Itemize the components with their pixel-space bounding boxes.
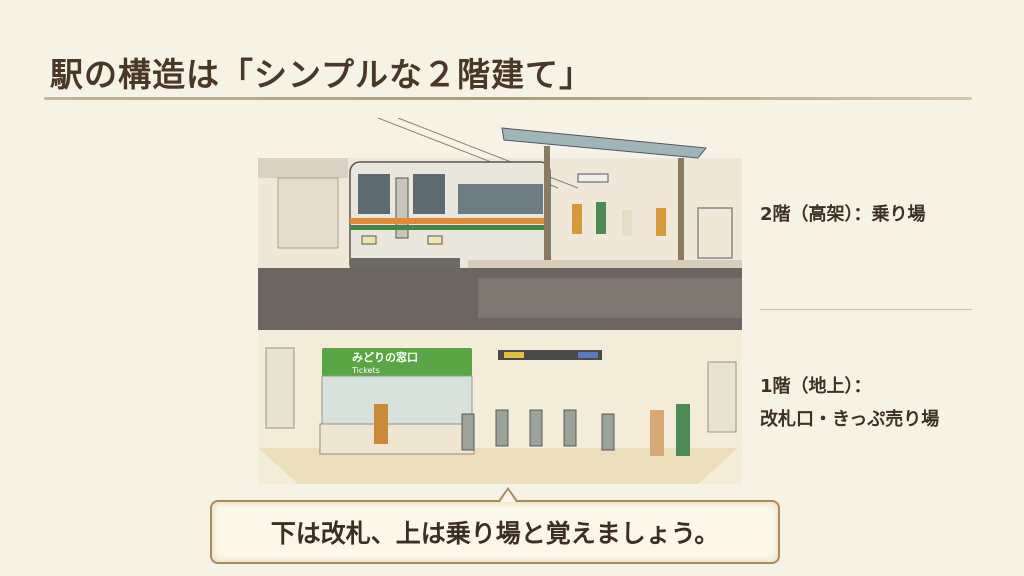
ticket-office-sign-sub: Tickets [351,366,380,375]
callout-tail-fill [500,490,516,502]
lower-floor-label-line1: 1階（地上）： [760,376,872,397]
ticket-gates [461,409,615,451]
label-divider [760,309,972,310]
lower-floor-label: 1階（地上）： 改札口・きっぷ売り場 [760,370,939,436]
lower-floor-concourse: みどりの窓口 Tickets [258,330,742,484]
callout-box: 下は改札、上は乗り場と覚えましょう。 [210,500,780,564]
lower-floor-label-line2: 改札口・きっぷ売り場 [760,409,940,430]
ticket-office-sign: みどりの窓口 [352,350,418,364]
page-title: 駅の構造は「シンプルな２階建て」 [50,55,594,94]
ticket-office: みどりの窓口 Tickets [319,348,475,455]
upper-floor-label: 2階（高架）：乗り場 [760,204,926,225]
train [349,161,551,275]
upper-floor-platform [258,118,742,304]
title-underline [44,97,972,100]
station-illustration: みどりの窓口 Tickets [258,118,742,484]
